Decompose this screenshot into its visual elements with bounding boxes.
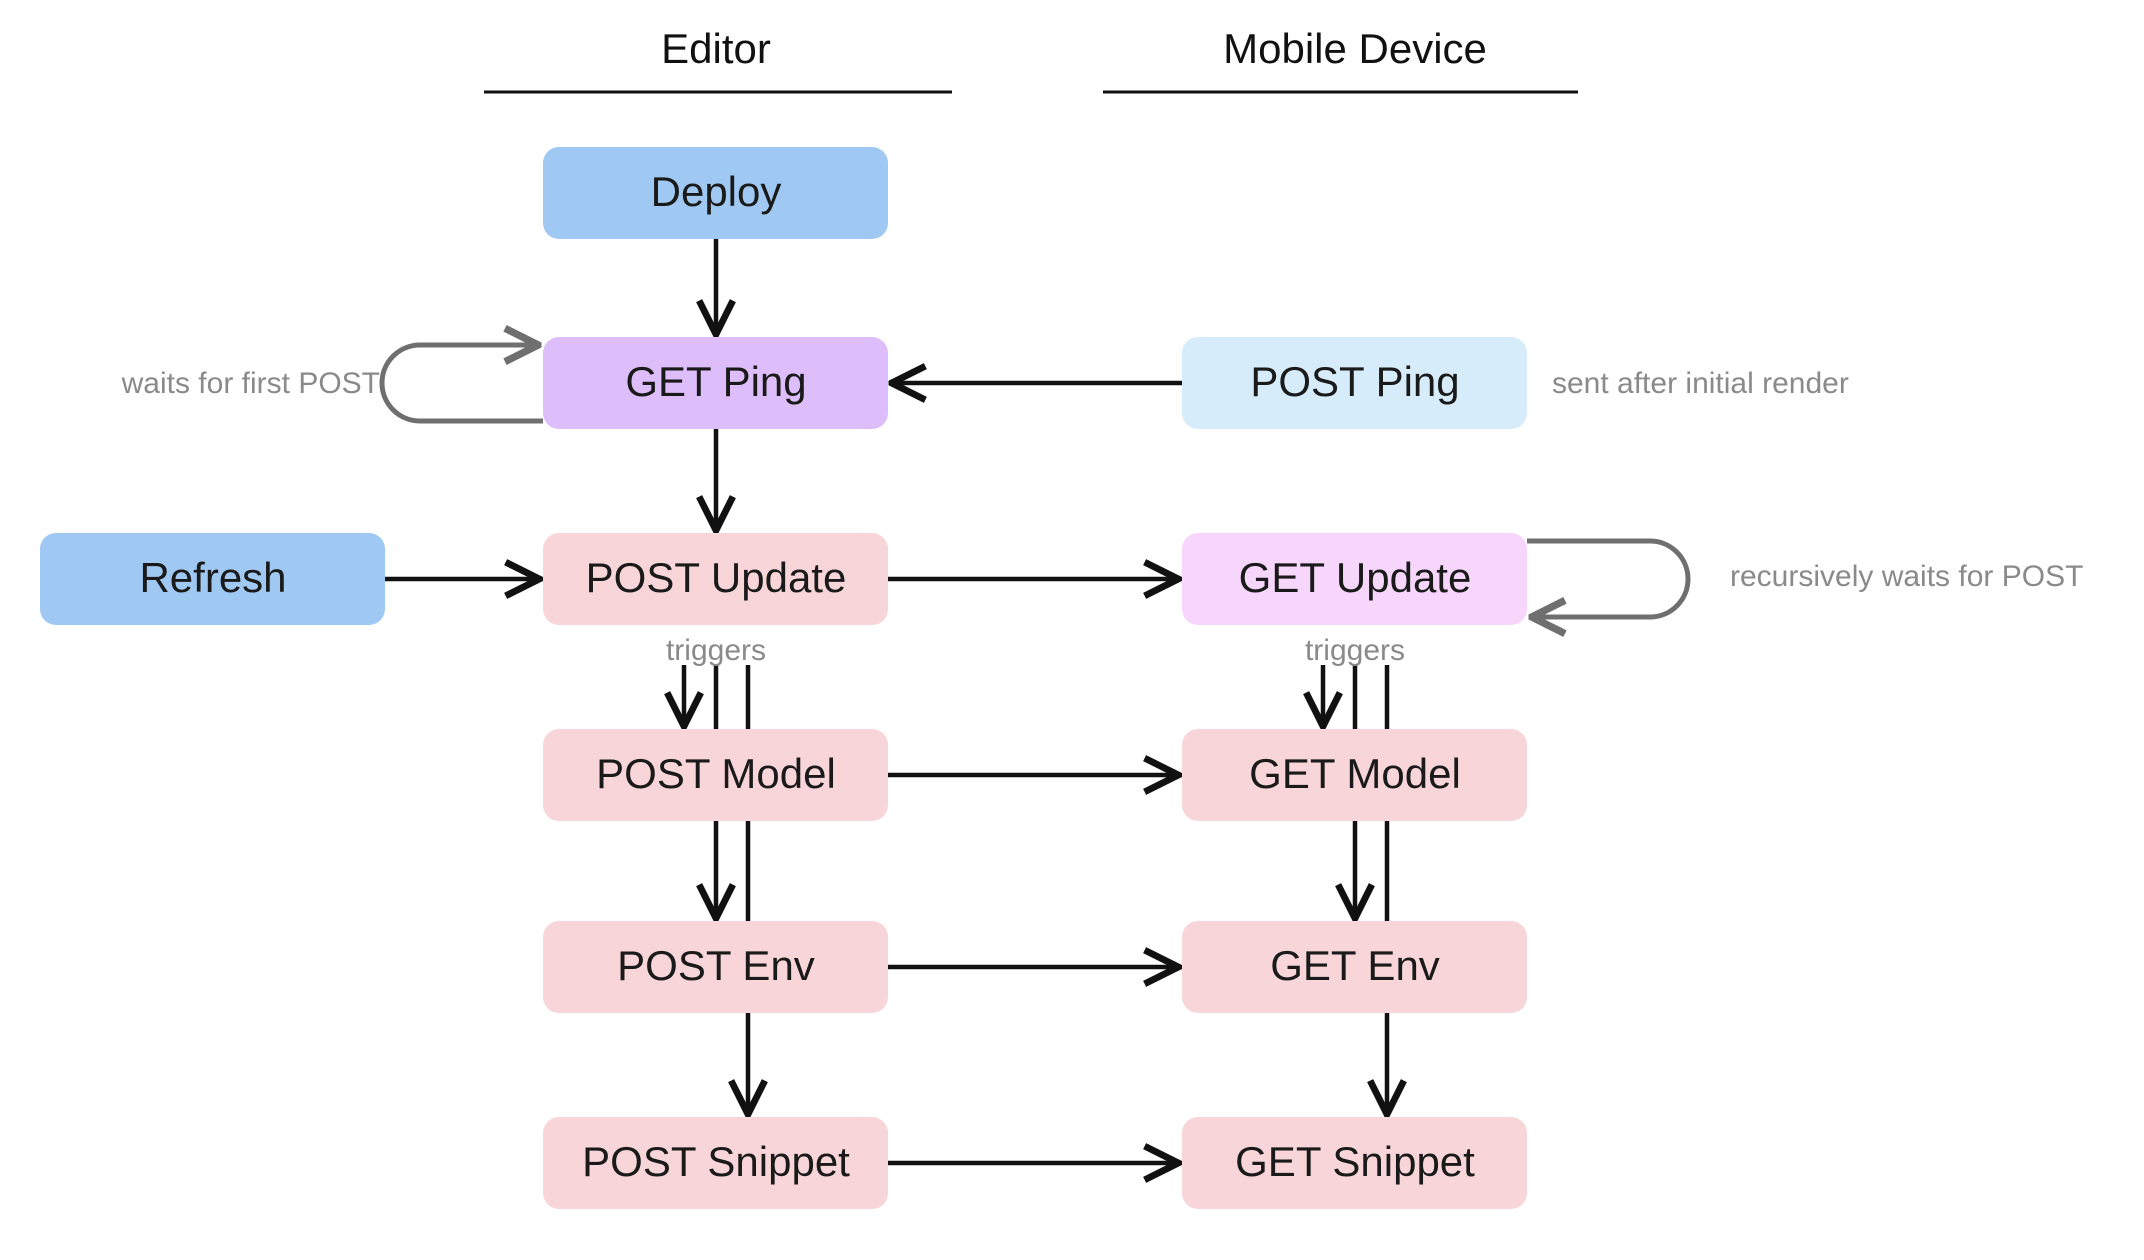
node-post-env-shape[interactable]	[543, 921, 888, 1013]
lane-title-editor: Editor	[661, 25, 771, 72]
node-post-update[interactable]: POST Update	[543, 533, 888, 625]
node-get-ping[interactable]: GET Ping	[543, 337, 888, 429]
edge-post-update-to-post-model	[684, 665, 751, 729]
node-post-model-label: POST Model	[596, 750, 836, 797]
lane-header-editor: Editor	[484, 25, 952, 94]
node-get-ping-shape[interactable]	[543, 337, 888, 429]
node-refresh[interactable]: Refresh	[40, 533, 385, 625]
node-post-model-shape[interactable]	[543, 729, 888, 821]
edge-note-triggers-mobile: triggers	[1305, 634, 1405, 667]
node-get-env[interactable]: GET Env	[1182, 921, 1527, 1013]
node-post-ping-label: POST Ping	[1250, 358, 1459, 405]
node-get-update-label: GET Update	[1239, 554, 1472, 601]
edge-note-triggers-editor: triggers	[666, 634, 766, 667]
node-get-snippet-shape[interactable]	[1182, 1117, 1527, 1209]
node-get-ping-label: GET Ping	[625, 358, 806, 405]
edge-note-waits-for-first-post: waits for first POST	[121, 367, 380, 400]
node-post-model[interactable]: POST Model	[543, 729, 888, 821]
node-refresh-label: Refresh	[139, 554, 286, 601]
node-post-ping-shape[interactable]	[1182, 337, 1527, 429]
node-get-snippet[interactable]: GET Snippet	[1182, 1117, 1527, 1209]
node-post-snippet[interactable]: POST Snippet	[543, 1117, 888, 1209]
node-post-env-label: POST Env	[617, 942, 815, 989]
node-get-update-shape[interactable]	[1182, 533, 1527, 625]
node-post-update-label: POST Update	[586, 554, 847, 601]
node-post-ping[interactable]: POST Ping	[1182, 337, 1527, 429]
node-deploy[interactable]: Deploy	[543, 147, 888, 239]
lane-title-mobile-device: Mobile Device	[1223, 25, 1487, 72]
edge-note-sent-after-initial-render: sent after initial render	[1552, 367, 1849, 400]
edge-get-ping-self-loop	[379, 345, 543, 424]
node-deploy-label: Deploy	[651, 168, 782, 215]
node-post-snippet-label: POST Snippet	[582, 1138, 850, 1185]
node-get-env-label: GET Env	[1270, 942, 1440, 989]
edge-post-model-to-post-env	[716, 821, 751, 921]
node-deploy-shape[interactable]	[543, 147, 888, 239]
edge-get-update-self-loop	[1527, 538, 1691, 617]
node-get-model-shape[interactable]	[1182, 729, 1527, 821]
node-refresh-shape[interactable]	[40, 533, 385, 625]
node-post-env[interactable]: POST Env	[543, 921, 888, 1013]
edge-get-update-to-get-model	[1323, 665, 1390, 729]
lane-header-mobile-device: Mobile Device	[1103, 25, 1578, 94]
node-get-env-shape[interactable]	[1182, 921, 1527, 1013]
edge-note-recursively-waits-for-post: recursively waits for POST	[1730, 560, 2083, 593]
node-post-snippet-shape[interactable]	[543, 1117, 888, 1209]
node-post-update-shape[interactable]	[543, 533, 888, 625]
node-get-update[interactable]: GET Update	[1182, 533, 1527, 625]
node-get-model[interactable]: GET Model	[1182, 729, 1527, 821]
node-get-snippet-label: GET Snippet	[1235, 1138, 1475, 1185]
edge-get-model-to-get-env	[1355, 821, 1390, 921]
node-get-model-label: GET Model	[1249, 750, 1461, 797]
